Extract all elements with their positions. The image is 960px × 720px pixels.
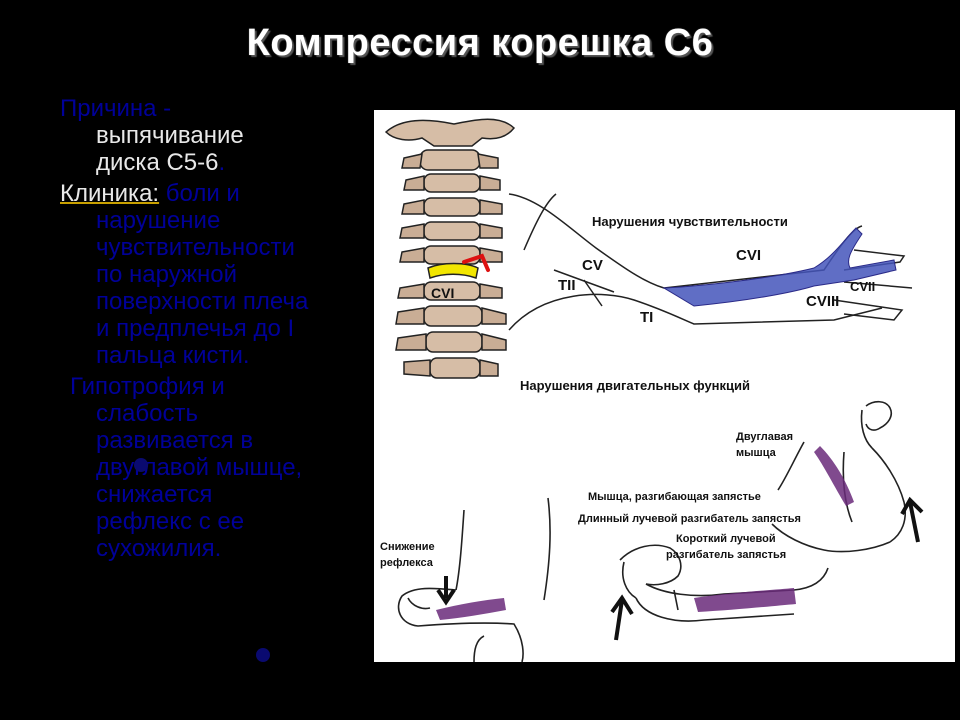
biceps-up-arrow [900,496,924,543]
wrist-arm [619,544,829,622]
bullet-dot-2 [256,648,270,662]
wrist-ext-label: Мышца, разгибающая запястье [588,491,761,503]
anatomy-figure: CVI Нарушения чувствительности CV CVI CV… [374,110,955,662]
label-ti: TI [640,309,653,326]
clinic-line-2: чувствительности [96,234,295,261]
cause-line-2-wrap: диска С5-6. [60,149,360,176]
label-cviii: CVIII [806,293,839,310]
clinic-line-1: нарушение [96,207,221,234]
cause-line-1: выпячивание [96,122,244,149]
bullet-list: Причина - выпячивание диска С5-6. Клиник… [60,95,360,566]
reflex-arm [397,497,551,662]
hypotrophy-line-4: снижается [96,481,213,508]
label-cvi: CVI [736,247,761,264]
biceps-label-2: мышца [736,447,777,459]
hypotrophy-first: Гипотрофия и [70,373,225,400]
motor-title: Нарушения двигательных функций [520,378,750,393]
sensory-zone-cvi [662,227,897,307]
spine-cvi-label: CVI [431,285,454,301]
reflex-muscle [436,598,506,620]
ecrb-label-2: разгибатель запястья [666,549,786,561]
label-cvii: CVII [850,279,875,294]
cervical-spine [384,118,516,379]
bullet-clinic: Клиника: боли и нарушение чувствительнос… [60,180,360,369]
clinic-label: Клиника: [60,180,160,207]
ecrb-label-1: Короткий лучевой [676,533,776,545]
clinic-first-line: Клиника: боли и [60,180,360,207]
red-compression-arrow [462,253,490,272]
bullet-cause: Причина - выпячивание диска С5-6. [60,95,360,176]
wrist-up-arrow [610,594,634,641]
ecrl-label: Длинный лучевой разгибатель запястья [578,513,801,525]
clinic-line-3: по наружной [96,261,238,288]
hypotrophy-line-5: рефлекс с ее [96,508,245,535]
bullet-hypotrophy: Гипотрофия и слабость развивается в двуг… [60,373,360,562]
reflex-label-1: Снижение [380,541,435,553]
biceps-muscle [814,446,854,506]
label-tii: TII [558,277,576,294]
sensory-title: Нарушения чувствительности [592,214,788,229]
biceps-label-1: Двуглавая [736,431,793,443]
hypotrophy-line-2: развивается в [96,427,254,454]
wrist-extensor-muscle [694,588,796,612]
clinic-line-4: поверхности плеча [96,288,309,315]
cause-line-2: диска С5-6 [96,149,219,176]
bullet-dot-1 [134,458,148,472]
reflex-down-arrow [436,576,456,606]
slide-title: Компрессия корешка С6 [246,22,714,64]
cause-label: Причина - [60,95,172,122]
clinic-line-6: пальца кисти. [96,342,250,369]
anatomy-svg: CVI Нарушения чувствительности CV CVI CV… [380,118,924,662]
label-cv: CV [582,257,603,274]
reflex-label-2: рефлекса [380,557,434,569]
clinic-first: боли и [159,180,240,207]
clinic-line-5: и предплечья до I [96,315,295,342]
hypotrophy-line-6: сухожилия. [96,535,222,562]
hypotrophy-line-3: двуглавой мышце, [96,454,303,481]
hypotrophy-line-1: слабость [96,400,198,427]
cause-tail: . [218,149,226,176]
herniated-disc [427,262,479,279]
